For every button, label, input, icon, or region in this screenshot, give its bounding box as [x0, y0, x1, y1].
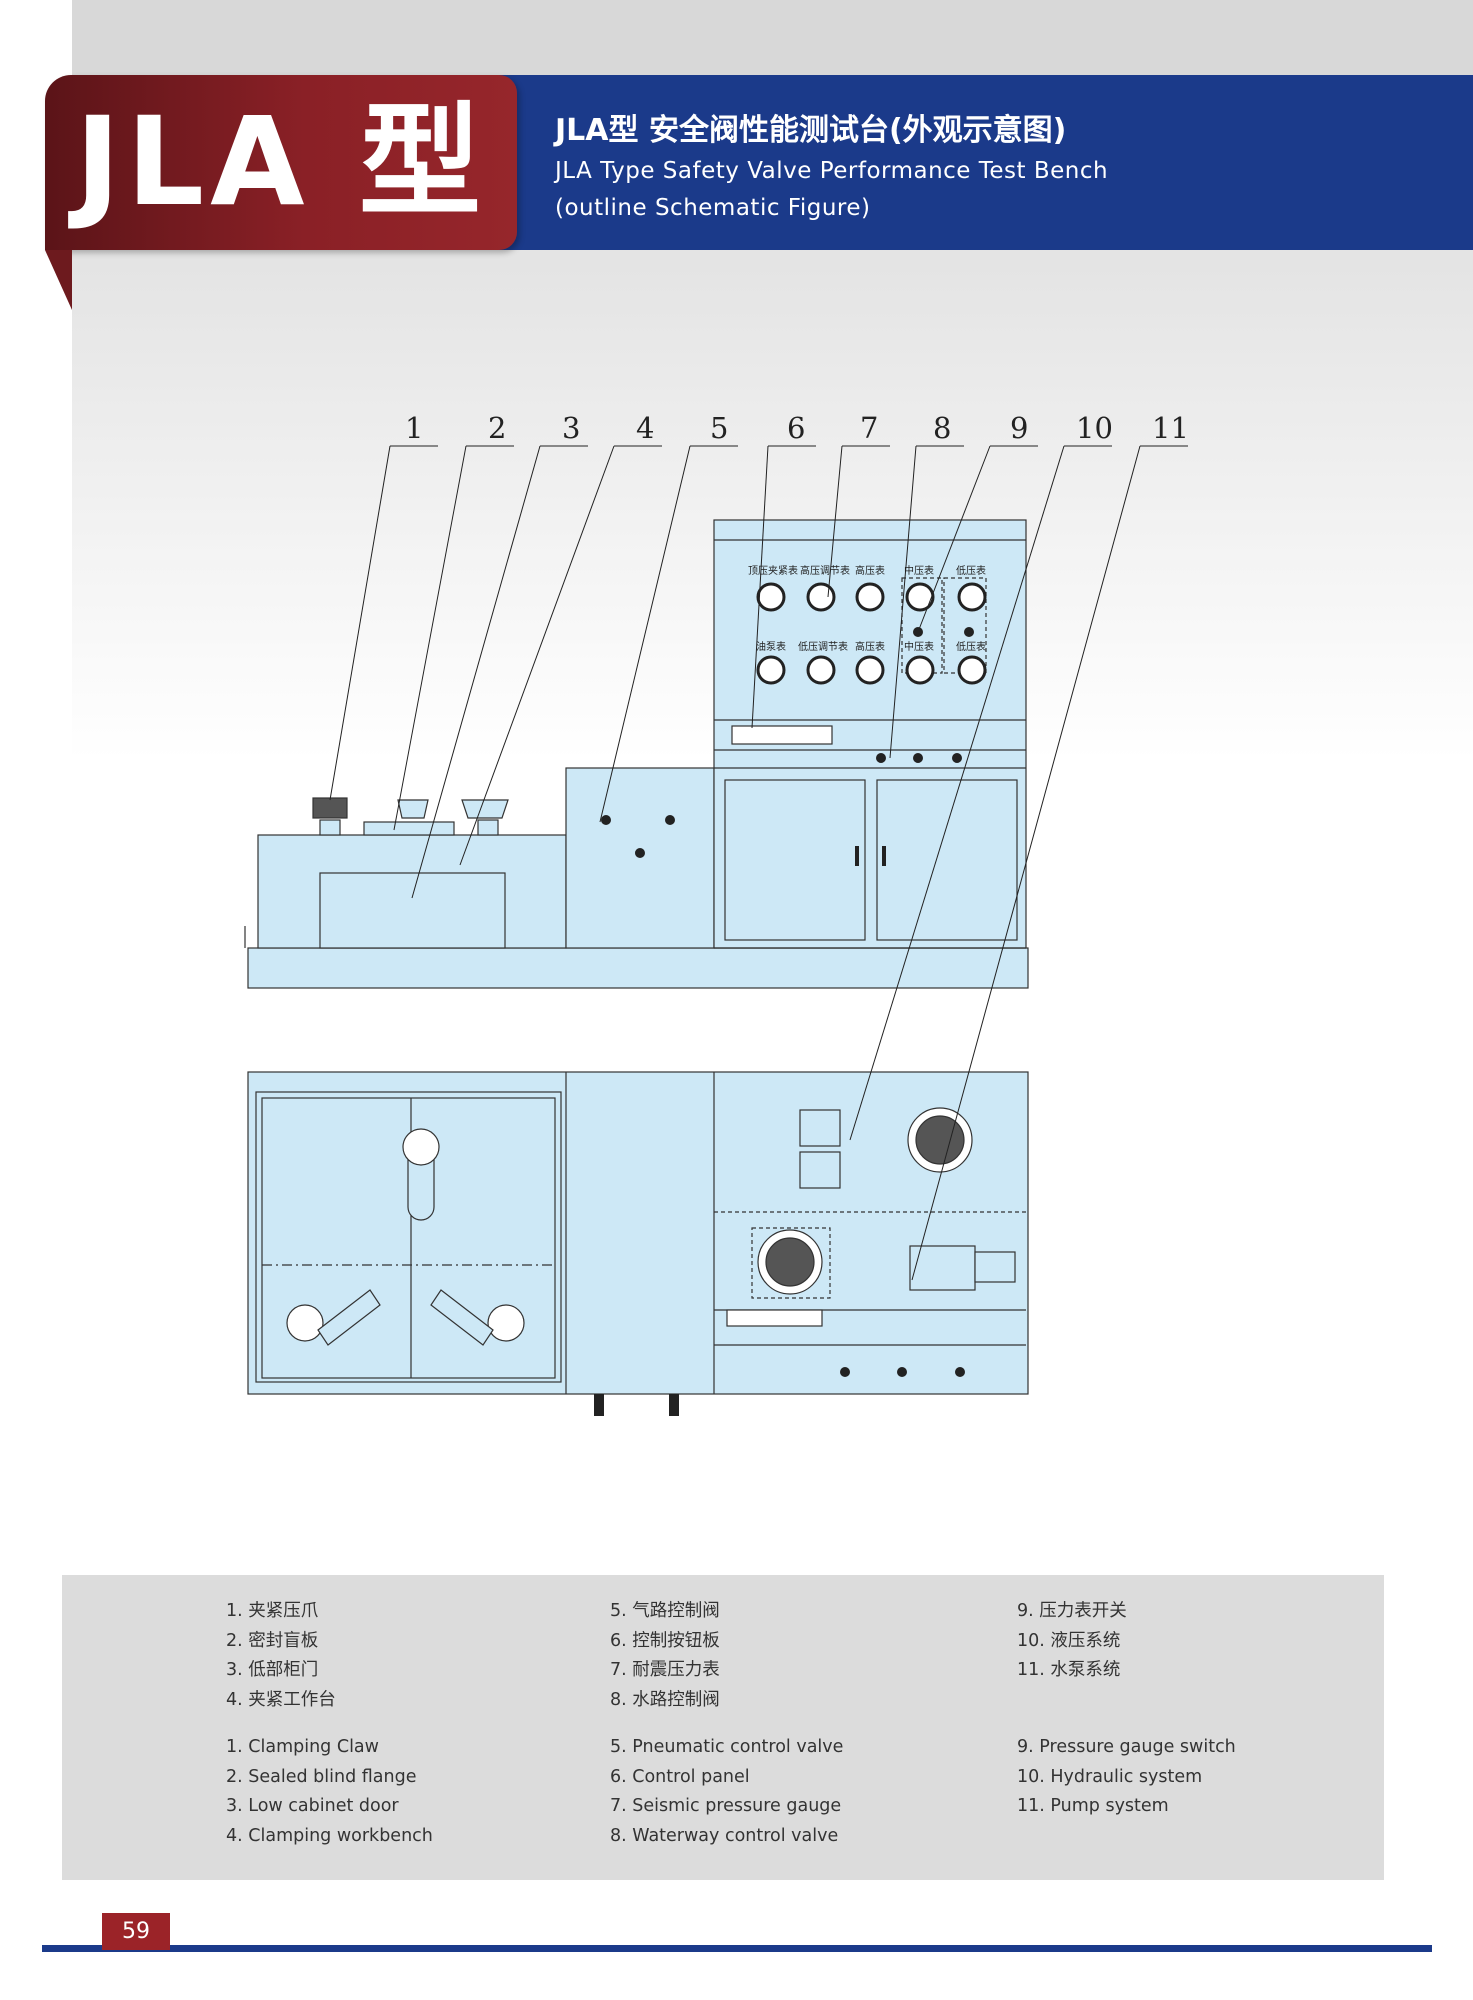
- gauge-label-top-2: 高压调节表: [800, 564, 850, 577]
- callout-9: 9: [1010, 411, 1028, 445]
- pressure-gauges: [756, 582, 987, 685]
- legend-item: 5. 气路控制阀: [610, 1601, 720, 1621]
- callout-2: 2: [488, 411, 506, 445]
- gauge-labels-top: 顶压夹紧表 高压调节表 高压表 中压表 低压表: [748, 564, 986, 577]
- legend-item: 7. Seismic pressure gauge: [610, 1796, 842, 1816]
- gauge-label-bottom-3: 高压表: [855, 640, 885, 653]
- base-platform: [247, 947, 1029, 989]
- legend-item: 3. Low cabinet door: [226, 1796, 399, 1816]
- legend-en-col-3: 9. Pressure gauge switch 10. Hydraulic s…: [1017, 1733, 1236, 1822]
- callout-10: 10: [1076, 411, 1113, 445]
- legend-item: 10. 液压系统: [1017, 1630, 1121, 1651]
- legend-item: 4. 夹紧工作台: [226, 1689, 336, 1710]
- legend-item: 6. Control panel: [610, 1766, 750, 1787]
- legend-cn-col-3: 9. 压力表开关 10. 液压系统 11. 水泵系统: [1017, 1597, 1127, 1686]
- legend-item: 1. Clamping Claw: [226, 1737, 379, 1757]
- gauge-label-bottom-5: 低压表: [956, 640, 986, 653]
- gauge-labels-bottom: 油泵表 低压调节表 高压表 中压表 低压表: [756, 640, 986, 653]
- legend-item: 4. Clamping workbench: [226, 1825, 433, 1846]
- control-panel: [731, 725, 833, 745]
- callout-5: 5: [710, 411, 728, 445]
- callout-numbers: 1 2 3 4 5 6 7 8 9 10 11: [405, 411, 1189, 445]
- callout-4: 4: [636, 411, 654, 445]
- legend-cn-col-1: 1. 夹紧压爪 2. 密封盲板 3. 低部柜门 4. 夹紧工作台: [226, 1597, 336, 1715]
- title-english: JLA Type Safety Valve Performance Test B…: [555, 153, 1108, 227]
- top-view-valves: [594, 1367, 965, 1416]
- callout-7: 7: [860, 411, 878, 445]
- legend-item: 6. 控制按钮板: [610, 1630, 720, 1651]
- legend-item: 9. 压力表开关: [1017, 1601, 1127, 1621]
- title-english-line1: JLA Type Safety Valve Performance Test B…: [555, 158, 1109, 184]
- schematic-diagram: 1 2 3 4 5 6 7 8 9 10 11: [244, 411, 1189, 1416]
- legend-en-col-1: 1. Clamping Claw 2. Sealed blind flange …: [226, 1733, 433, 1851]
- title-chinese: JLA型 安全阀性能测试台(外观示意图): [555, 113, 1067, 148]
- legend-item: 7. 耐震压力表: [610, 1660, 720, 1680]
- legend-item: 9. Pressure gauge switch: [1017, 1737, 1236, 1757]
- callout-6: 6: [787, 411, 805, 445]
- legend-item: 2. Sealed blind flange: [226, 1766, 417, 1787]
- legend-item: 3. 低部柜门: [226, 1660, 319, 1680]
- legend-item: 11. Pump system: [1017, 1796, 1169, 1816]
- legend-item: 1. 夹紧压爪: [226, 1601, 319, 1621]
- callout-8: 8: [933, 411, 951, 445]
- gauge-label-bottom-4: 中压表: [904, 640, 934, 653]
- gauge-label-top-5: 低压表: [956, 564, 986, 577]
- low-cabinet-door: [319, 872, 506, 949]
- leader-lines: [329, 445, 1141, 1281]
- gauge-label-top-3: 高压表: [855, 564, 885, 577]
- legend-item: 2. 密封盲板: [226, 1630, 319, 1651]
- front-view: [244, 519, 1029, 989]
- legend-item: 5. Pneumatic control valve: [610, 1737, 844, 1757]
- gauge-label-top-1: 顶压夹紧表: [748, 564, 798, 577]
- bottom-rule: [42, 1945, 1432, 1952]
- model-title: JLA 型: [74, 91, 488, 233]
- callout-1: 1: [405, 411, 423, 445]
- title-english-line2: (outline Schematic Figure): [555, 195, 871, 221]
- legend-panel: 1. 夹紧压爪 2. 密封盲板 3. 低部柜门 4. 夹紧工作台 5. 气路控制…: [62, 1575, 1384, 1880]
- legend-item: 8. Waterway control valve: [610, 1825, 839, 1846]
- legend-item: 10. Hydraulic system: [1017, 1766, 1203, 1787]
- legend-cn-col-2: 5. 气路控制阀 6. 控制按钮板 7. 耐震压力表 8. 水路控制阀: [610, 1597, 720, 1715]
- gauge-label-top-4: 中压表: [904, 564, 934, 577]
- legend-item: 11. 水泵系统: [1017, 1660, 1121, 1680]
- header-band: [490, 75, 1473, 250]
- legend-en-col-2: 5. Pneumatic control valve 6. Control pa…: [610, 1733, 843, 1851]
- page-number: 59: [102, 1913, 170, 1950]
- top-view: [247, 1071, 1029, 1395]
- top-gray-bar: [72, 0, 1473, 76]
- legend-item: 8. 水路控制阀: [610, 1689, 720, 1710]
- gauge-label-bottom-1: 油泵表: [756, 640, 786, 653]
- gauge-label-bottom-2: 低压调节表: [798, 640, 848, 653]
- callout-11: 11: [1152, 411, 1189, 445]
- badge-fold-decoration: [45, 250, 72, 310]
- callout-3: 3: [562, 411, 580, 445]
- model-badge: JLA 型: [45, 75, 517, 250]
